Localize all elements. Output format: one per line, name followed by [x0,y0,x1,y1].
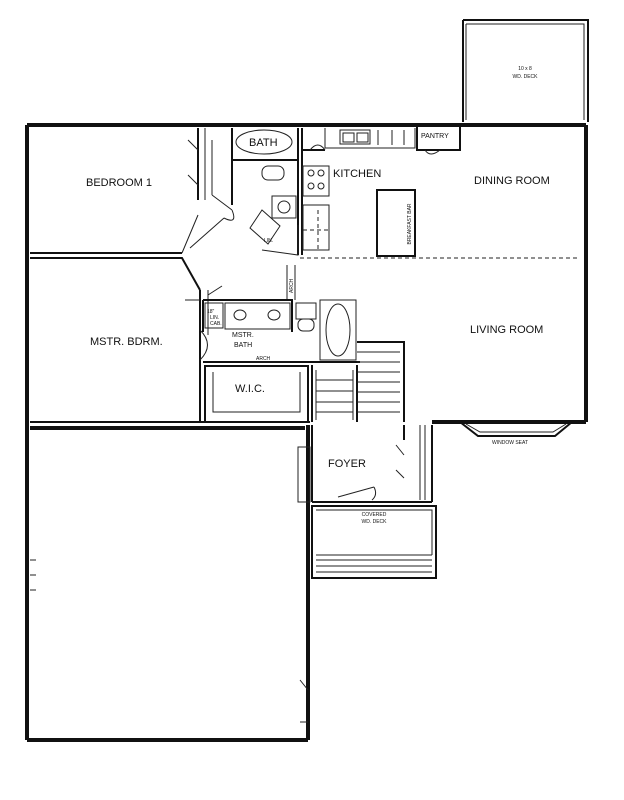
linen-label: LIN. [264,238,273,244]
stairs [311,341,405,422]
window-seat: WINDOW SEAT [459,421,573,446]
lin-cab-size-label: 18" [207,309,215,315]
covered-deck-label: COVERED [362,512,387,518]
dining-room: DINING ROOM BREAKFAST BAR [300,175,580,259]
foyer-label: FOYER [328,458,366,470]
lin-cab-label-2: CAB. [210,321,222,327]
master-bath-label-2: BATH [234,342,252,349]
bedroom-1: BEDROOM 1 [30,128,235,254]
walk-in-closet-label: W.I.C. [235,383,265,395]
bath: BATH LIN. [231,128,299,256]
covered-deck-label-2: WD. DECK [362,519,388,525]
covered-deck: COVERED WD. DECK [311,505,437,579]
foyer: FOYER [297,425,433,503]
bath-label: BATH [249,137,278,149]
pantry-label: PANTRY [421,133,449,140]
hall-arch: ARCH [286,265,296,300]
deck-label: WD. DECK [513,74,539,80]
master-bath-label: MSTR. [232,332,254,339]
exterior-walls [25,123,588,742]
window-seat-label: WINDOW SEAT [492,440,528,446]
master-bath: 18" LIN. CAB. MSTR. BATH ARCH [202,299,360,363]
walk-in-closet: W.I.C. [204,365,309,423]
master-bedroom-label: MSTR. BDRM. [90,336,163,348]
kitchen: KITCHEN [301,128,416,255]
hall-arch-label: ARCH [289,278,295,293]
bedroom-1-label: BEDROOM 1 [86,177,152,189]
garage [30,559,309,723]
living-room: LIVING ROOM [470,324,543,336]
lin-cab-label: LIN. [210,315,219,321]
breakfast-bar-label: BREAKFAST BAR [407,203,413,244]
deck-size-label: 10 x 8 [518,66,532,72]
kitchen-label: KITCHEN [333,168,381,180]
deck-10x8: 10 x 8 WD. DECK [462,19,589,122]
pantry: PANTRY [416,125,461,155]
bath-arch-label: ARCH [256,356,271,362]
living-room-label: LIVING ROOM [470,324,543,336]
master-bedroom: MSTR. BDRM. [30,257,223,422]
dining-room-label: DINING ROOM [474,175,550,187]
